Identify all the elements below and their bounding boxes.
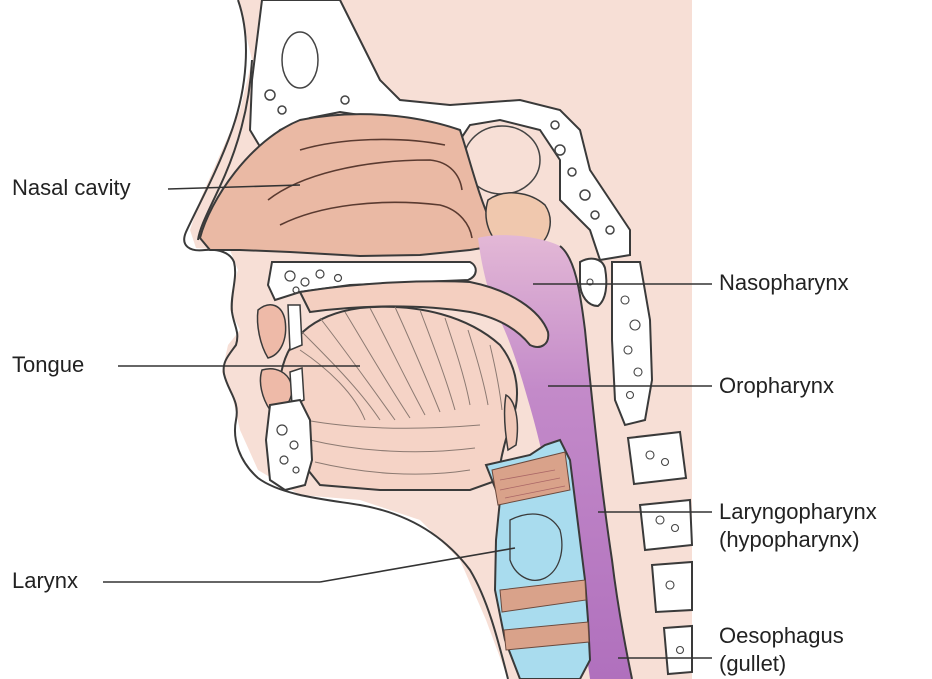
label-oesophagus: Oesophagus (gullet) <box>719 622 844 678</box>
mandible-bone <box>266 400 312 490</box>
label-tongue: Tongue <box>12 351 84 379</box>
label-nasal-cavity: Nasal cavity <box>12 174 131 202</box>
label-laryngopharynx-alt: (hypopharynx) <box>719 526 877 554</box>
label-oesophagus-alt: (gullet) <box>719 650 844 678</box>
label-nasopharynx: Nasopharynx <box>719 269 849 297</box>
label-laryngopharynx-main: Laryngopharynx <box>719 498 877 526</box>
label-larynx: Larynx <box>12 567 78 595</box>
label-oropharynx: Oropharynx <box>719 372 834 400</box>
label-oesophagus-main: Oesophagus <box>719 622 844 650</box>
label-laryngopharynx: Laryngopharynx (hypopharynx) <box>719 498 877 554</box>
